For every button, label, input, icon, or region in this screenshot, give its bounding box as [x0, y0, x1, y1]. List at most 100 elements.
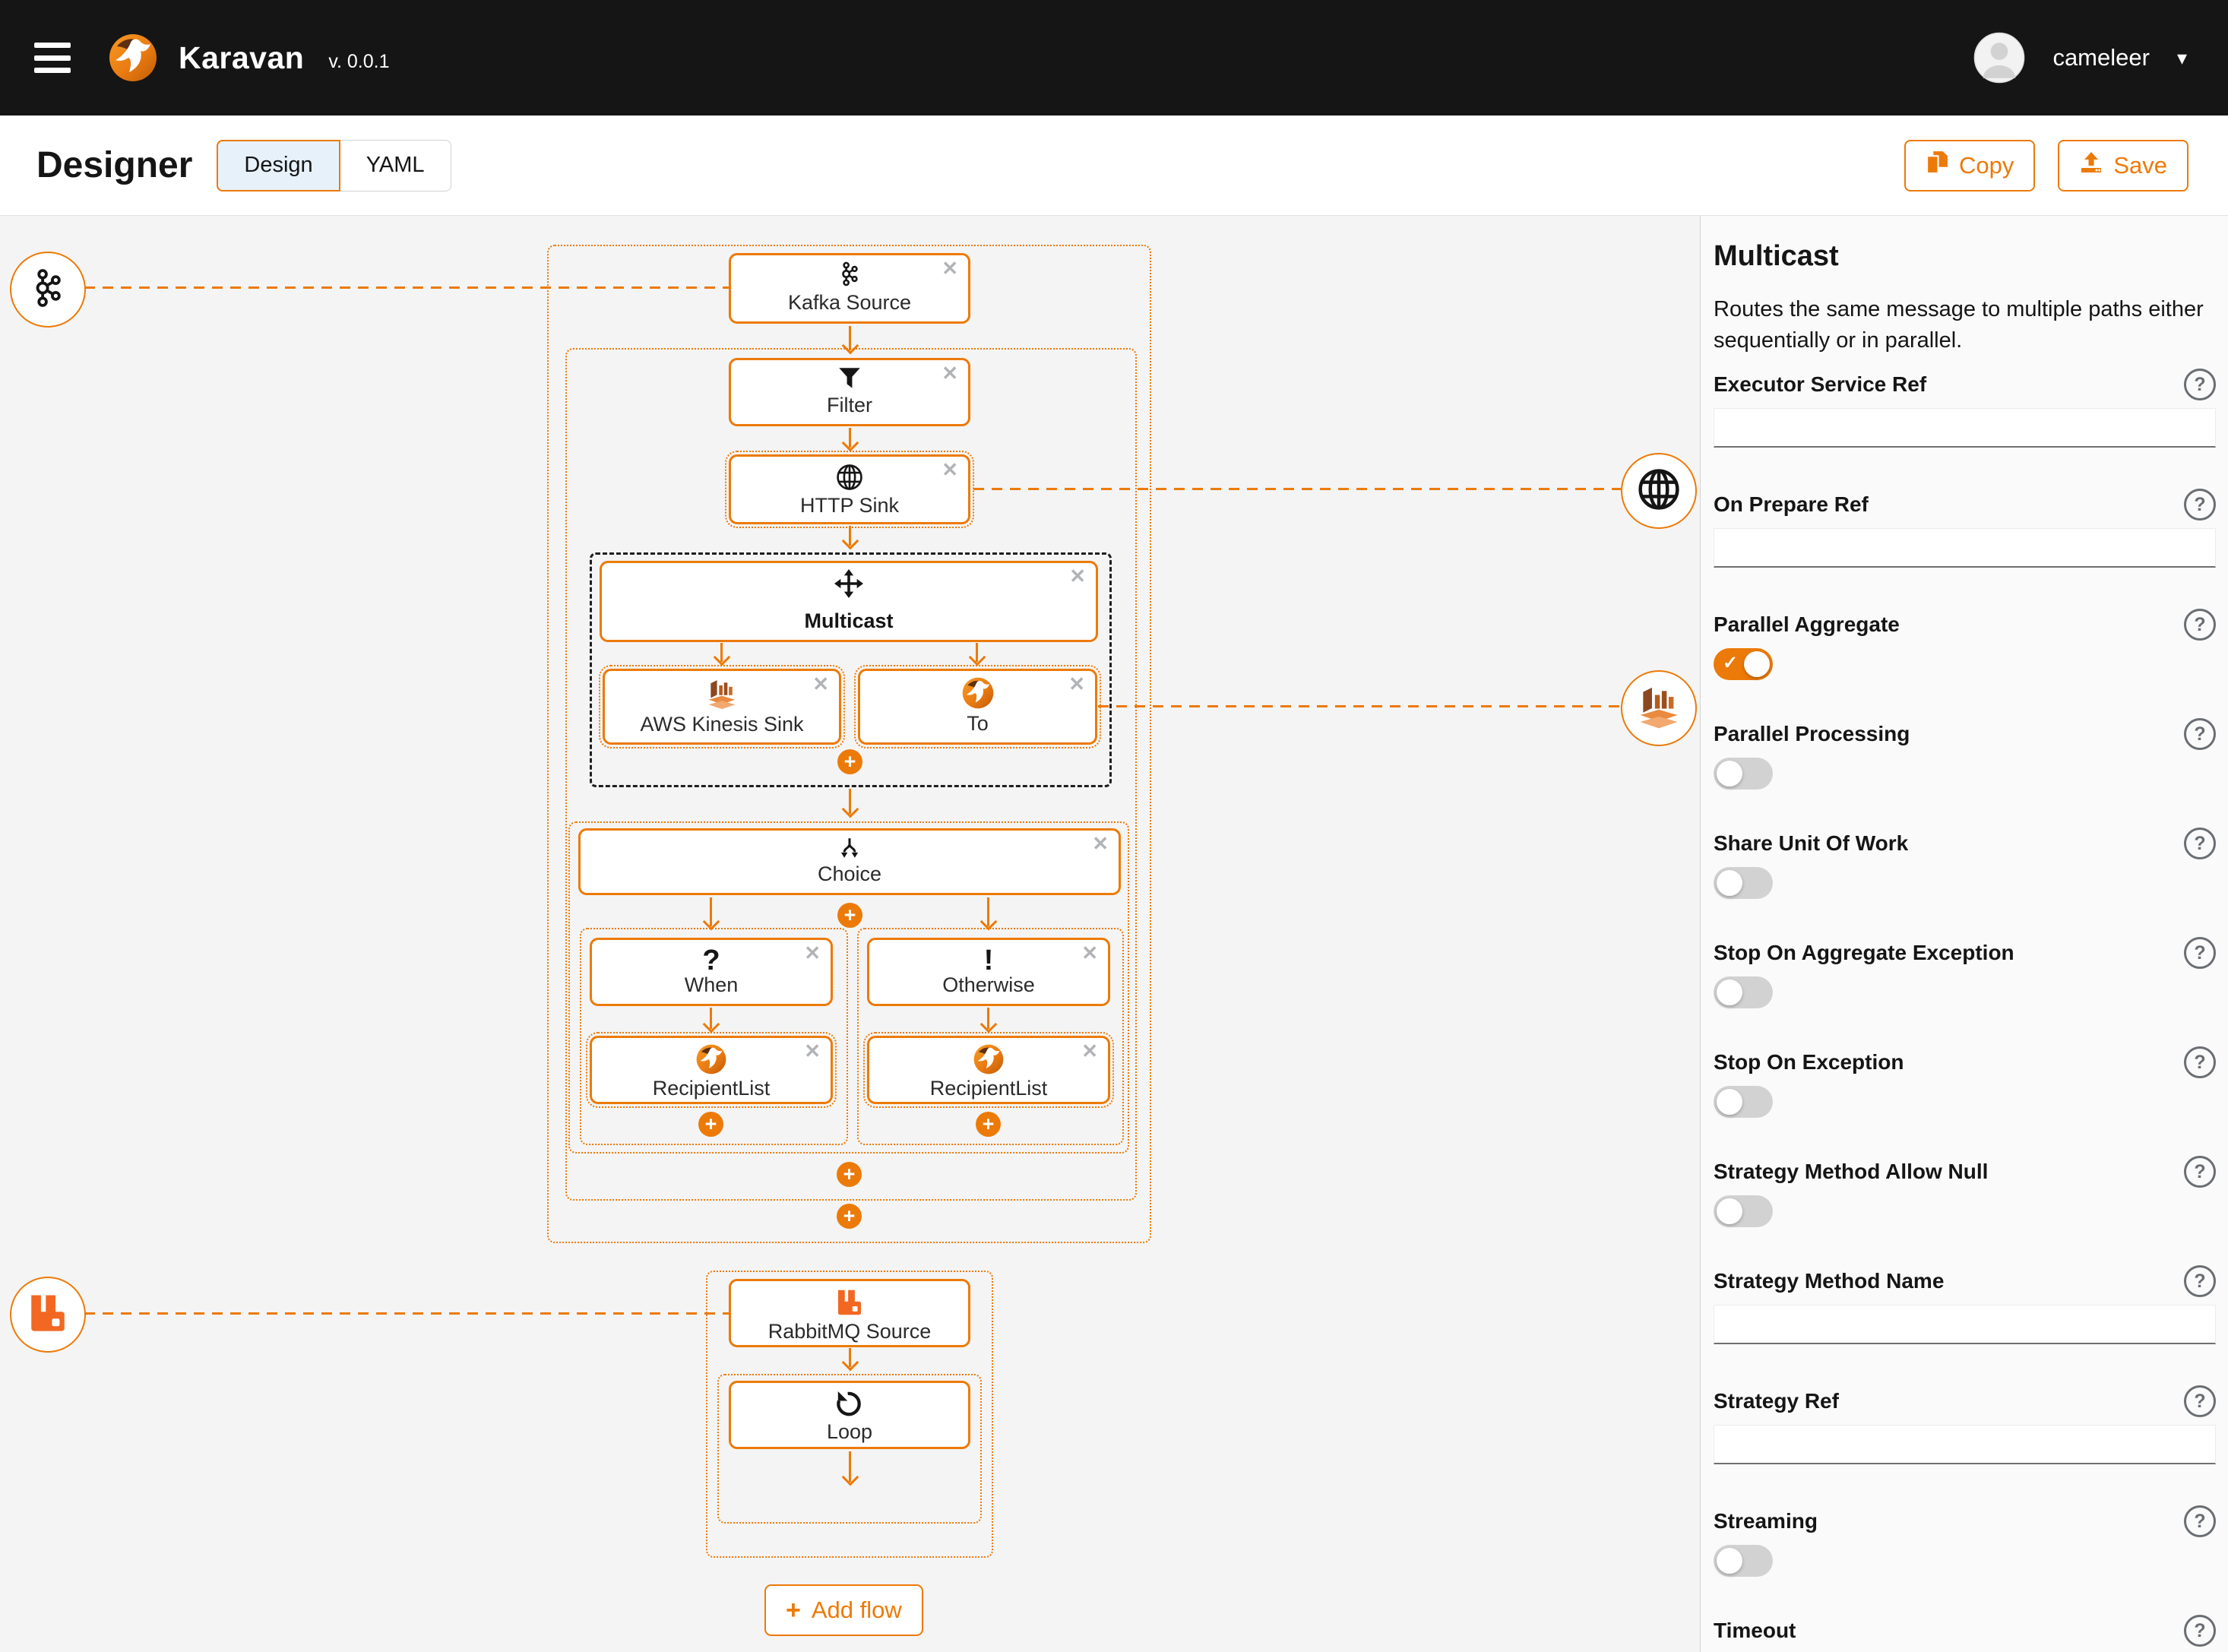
help-icon[interactable]: ? [2184, 718, 2216, 751]
add-when-button[interactable]: + [837, 903, 862, 928]
filter-icon [837, 366, 862, 394]
close-icon[interactable]: ✕ [804, 1040, 821, 1062]
help-icon[interactable]: ? [2184, 369, 2216, 401]
help-icon[interactable]: ? [2184, 1615, 2216, 1647]
globe-icon [1636, 467, 1682, 516]
field-strategy-method-allow-null: Strategy Method Allow Null? ✓ [1714, 1156, 2216, 1228]
node-loop[interactable]: Loop [729, 1381, 970, 1449]
help-icon[interactable]: ? [2184, 609, 2216, 641]
node-otherwise[interactable]: ! Otherwise ✕ [867, 938, 1110, 1006]
switch-knob [1717, 1089, 1742, 1116]
arrow-down [849, 326, 851, 350]
header-actions: Copy Save [1904, 139, 2188, 191]
kafka-icon [33, 268, 62, 312]
strategy-ref-input[interactable] [1714, 1425, 2216, 1465]
add-step-button[interactable]: + [698, 1112, 723, 1137]
user-menu[interactable]: cameleer ▾ [1973, 32, 2187, 84]
rabbitmq-icon [26, 1291, 70, 1339]
username: cameleer [2052, 44, 2150, 71]
properties-panel: Multicast Routes the same message to mul… [1700, 216, 2228, 1652]
help-icon[interactable]: ? [2184, 1385, 2216, 1418]
arrow-down [849, 428, 851, 448]
tab-design[interactable]: Design [217, 139, 340, 191]
close-icon[interactable]: ✕ [1092, 832, 1109, 855]
node-choice[interactable]: Choice ✕ [578, 828, 1121, 895]
add-step-button[interactable]: + [837, 1204, 862, 1229]
node-recipient-list-1[interactable]: RecipientList ✕ [586, 1032, 837, 1108]
executor-service-ref-input[interactable] [1714, 408, 2216, 448]
stop-on-exception-switch[interactable]: ✓ [1714, 1086, 1773, 1119]
field-executor-service-ref: Executor Service Ref? [1714, 369, 2216, 448]
close-icon[interactable]: ✕ [804, 942, 821, 964]
save-button[interactable]: Save [2058, 139, 2188, 191]
camel-icon [962, 677, 994, 713]
add-flow-button[interactable]: + Add flow [764, 1584, 923, 1636]
field-label: Stop On Exception [1714, 1050, 1904, 1074]
arrow-down [976, 643, 978, 662]
add-step-button[interactable]: + [837, 1162, 862, 1187]
plus-icon: + [786, 1596, 801, 1625]
help-icon[interactable]: ? [2184, 1156, 2216, 1188]
close-icon[interactable]: ✕ [942, 458, 958, 481]
arrow-down [710, 897, 712, 926]
arrow-down [849, 526, 851, 546]
parallel-aggregate-switch[interactable]: ✓ [1714, 648, 1773, 681]
copy-icon [1926, 150, 1949, 181]
multicast-selected-container [590, 552, 1112, 787]
node-multicast[interactable]: Multicast ✕ [600, 561, 1098, 642]
close-icon[interactable]: ✕ [812, 673, 829, 695]
help-icon[interactable]: ? [2184, 1046, 2216, 1079]
add-step-button[interactable]: + [837, 749, 862, 774]
help-icon[interactable]: ? [2184, 1505, 2216, 1538]
strategy-method-allow-null-switch[interactable]: ✓ [1714, 1195, 1773, 1228]
node-when[interactable]: ? When ✕ [590, 938, 833, 1006]
close-icon[interactable]: ✕ [942, 362, 958, 385]
field-streaming: Streaming? ✓ [1714, 1505, 2216, 1578]
streaming-switch[interactable]: ✓ [1714, 1545, 1773, 1578]
node-to[interactable]: To ✕ [854, 665, 1101, 748]
close-icon[interactable]: ✕ [1081, 942, 1098, 964]
check-icon: ✓ [1723, 653, 1739, 674]
node-rabbitmq-source[interactable]: RabbitMQ Source [729, 1279, 970, 1347]
kafka-endpoint-badge [10, 252, 86, 328]
parallel-processing-switch[interactable]: ✓ [1714, 758, 1773, 790]
switch-knob [1717, 761, 1742, 787]
field-label: Strategy Method Allow Null [1714, 1160, 1989, 1184]
on-prepare-ref-input[interactable] [1714, 528, 2216, 568]
field-on-prepare-ref: On Prepare Ref? [1714, 489, 2216, 568]
help-icon[interactable]: ? [2184, 828, 2216, 860]
node-http-sink[interactable]: HTTP Sink ✕ [725, 451, 974, 528]
share-unit-of-work-switch[interactable]: ✓ [1714, 867, 1773, 900]
route-1-container [547, 245, 1151, 1243]
close-icon[interactable]: ✕ [1068, 673, 1085, 695]
node-label: AWS Kinesis Sink [640, 713, 804, 736]
close-icon[interactable]: ✕ [1069, 565, 1086, 587]
help-icon[interactable]: ? [2184, 937, 2216, 970]
add-step-button[interactable]: + [976, 1112, 1001, 1137]
view-toggle: Design YAML [217, 139, 451, 191]
close-icon[interactable]: ✕ [942, 257, 958, 280]
help-icon[interactable]: ? [2184, 489, 2216, 521]
karavan-logo-icon [109, 33, 157, 82]
close-icon[interactable]: ✕ [1081, 1040, 1098, 1062]
tab-yaml[interactable]: YAML [340, 139, 451, 191]
switch-knob [1717, 1548, 1742, 1574]
node-filter[interactable]: Filter ✕ [729, 358, 970, 426]
arrow-down [849, 789, 851, 814]
stop-on-aggregate-exception-switch[interactable]: ✓ [1714, 976, 1773, 1009]
kafka-icon [840, 261, 859, 290]
loop-icon [835, 1389, 864, 1422]
field-label: Parallel Aggregate [1714, 612, 1900, 637]
field-timeout: Timeout? [1714, 1615, 2216, 1652]
connector-kafka-endpoint [84, 286, 729, 289]
node-recipient-list-2[interactable]: RecipientList ✕ [863, 1032, 1114, 1108]
strategy-method-name-input[interactable] [1714, 1305, 2216, 1345]
app-version: v. 0.0.1 [328, 50, 390, 72]
node-aws-kinesis-sink[interactable]: AWS Kinesis Sink ✕ [599, 665, 845, 748]
arrow-down [987, 897, 989, 926]
copy-button[interactable]: Copy [1904, 139, 2036, 191]
node-kafka-source[interactable]: Kafka Source ✕ [729, 253, 970, 324]
field-strategy-method-name: Strategy Method Name? [1714, 1265, 2216, 1345]
menu-toggle-button[interactable] [34, 43, 71, 73]
help-icon[interactable]: ? [2184, 1265, 2216, 1298]
